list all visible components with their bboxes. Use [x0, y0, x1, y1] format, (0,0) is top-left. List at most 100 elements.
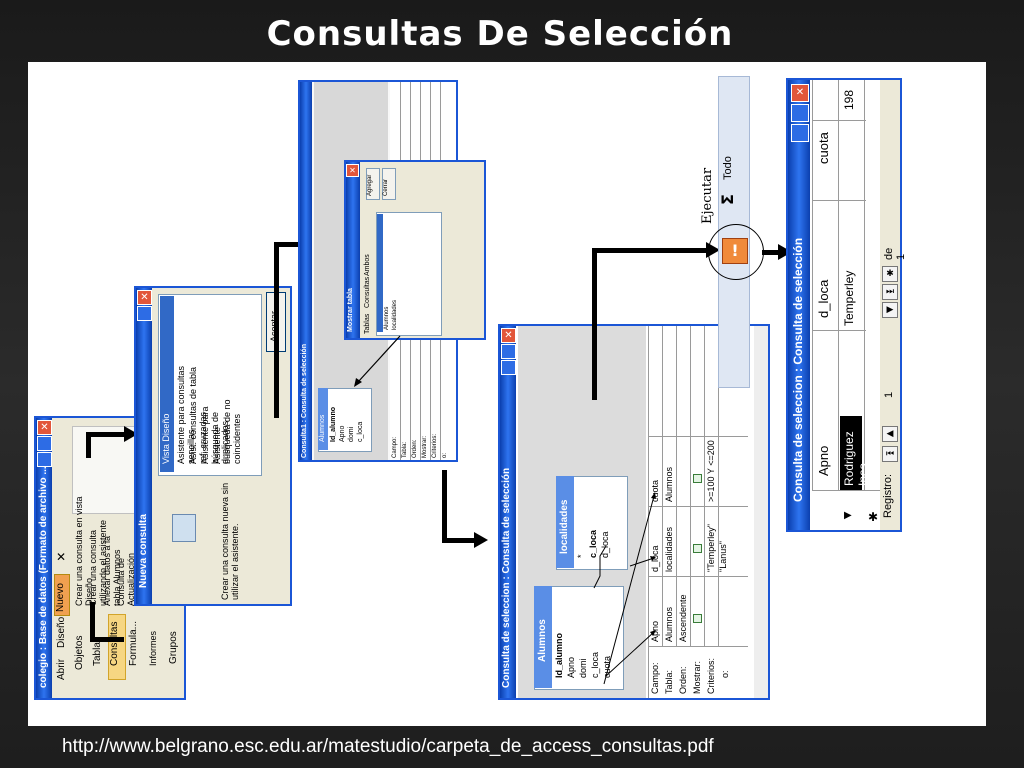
data-cell[interactable]: Temperley [842, 270, 856, 326]
arrow-line [274, 242, 279, 418]
field-drag-arrows [603, 492, 656, 685]
column-header-cuota[interactable]: cuota [816, 132, 831, 164]
grid-cell-criterios[interactable]: >=100 Y <=200 [706, 440, 716, 502]
row-label-mostrar: Mostrar: [692, 660, 702, 694]
query-design-2-title: Consulta de seleccion : Consulta de sele… [501, 467, 512, 688]
data-cell[interactable]: Rodriguez Ines [842, 431, 870, 486]
last-record-button[interactable]: ⏭ [882, 284, 898, 300]
new-button-label: Nuevo [55, 583, 66, 612]
data-cell[interactable]: 198 [842, 89, 856, 110]
maximize-icon[interactable] [501, 344, 516, 359]
new-query-titlebar[interactable]: Nueva consulta [136, 288, 152, 604]
close-icon[interactable]: ✕ [791, 84, 809, 102]
arrow-line [90, 602, 95, 640]
next-record-button[interactable]: ▶ [882, 302, 898, 318]
arrow-line [90, 637, 124, 642]
query-design-1-title: Consulta1 : Consulta de selección [301, 344, 308, 458]
grid-line [718, 326, 719, 646]
first-record-button[interactable]: ⏮ [882, 446, 898, 462]
close-icon[interactable]: ✕ [346, 164, 359, 177]
toolbar-todo-label[interactable]: Todo [722, 156, 734, 180]
design-grid [648, 326, 768, 698]
add-button[interactable] [366, 168, 380, 200]
grid-scrollbar[interactable] [754, 326, 768, 698]
mini-table-field: Id_alumno [330, 406, 337, 442]
show-table-tab-both[interactable]: Ambos [364, 254, 371, 276]
grid-line [648, 646, 748, 647]
mini-table-alumnos-header [318, 388, 328, 450]
arrow-line [86, 432, 126, 437]
database-window-titlebar[interactable]: colegio : Base de datos (Formato de arch… [36, 418, 52, 698]
minimize-icon[interactable] [37, 452, 52, 467]
objects-item-queries[interactable]: Consultas [109, 621, 120, 666]
prev-record-button[interactable]: ◀ [882, 426, 898, 442]
current-record-marker: ▶ [844, 510, 852, 521]
close-button[interactable] [382, 168, 396, 200]
sigma-icon[interactable]: Σ [717, 194, 737, 205]
show-table-item[interactable]: Alumnos [384, 306, 390, 330]
current-record-number[interactable]: 1 [883, 391, 895, 398]
run-button[interactable]: ! [722, 238, 748, 264]
new-query-option-design[interactable]: Vista Diseño [161, 413, 171, 464]
new-query-description: Crear una consulta nueva sin utilizar el… [220, 482, 240, 600]
help-icon[interactable] [137, 306, 152, 321]
show-table-tab-tables[interactable]: Tablas [364, 313, 371, 334]
row-label-o: o: [720, 670, 730, 678]
column-header-d-loca[interactable]: d_loca [816, 279, 831, 318]
grid-label: Mostrar: [422, 435, 428, 458]
grid-line [648, 506, 748, 507]
show-table-dialog: Mostrar tabla ✕ Tablas Consultas Ambos A… [344, 160, 486, 340]
query-design-1-titlebar[interactable]: Consulta1 : Consulta de selección [300, 82, 312, 460]
new-query-option-unmatched[interactable]: Asistente búsqueda de no coincidentes [212, 399, 242, 464]
delete-icon[interactable]: ✕ [56, 550, 67, 564]
close-icon[interactable]: ✕ [137, 290, 152, 305]
arrow-line [762, 250, 780, 255]
source-url[interactable]: http://www.belgrano.esc.edu.ar/matestudi… [62, 736, 714, 757]
grid-line [812, 120, 866, 121]
result-titlebar[interactable]: Consulta de seleccion : Consulta de sele… [788, 80, 810, 530]
grid-line [812, 330, 866, 331]
connector-arrow [354, 335, 401, 387]
mini-table-field: c_loca [357, 421, 364, 442]
query-item-update[interactable]: Consulta de Actualización [116, 552, 136, 606]
record-label: Registro: [882, 473, 894, 518]
grid-label: Tabla: [402, 441, 408, 458]
minimize-icon[interactable] [791, 124, 809, 142]
new-record-button[interactable]: ✱ [882, 266, 898, 282]
show-table-titlebar[interactable]: Mostrar tabla [346, 162, 360, 338]
show-table-item[interactable]: localidades [392, 299, 398, 330]
table-field: domi [578, 658, 588, 678]
show-checkbox[interactable] [693, 614, 702, 623]
selected-cell[interactable] [840, 416, 862, 490]
show-table-title: Mostrar tabla [347, 288, 354, 332]
show-checkbox[interactable] [693, 474, 702, 483]
objects-item-forms[interactable]: Formula... [128, 620, 139, 666]
table-localidades-title: localidades [559, 499, 570, 554]
table-field: c_loca [590, 651, 600, 678]
maximize-icon[interactable] [37, 436, 52, 451]
close-icon[interactable]: ✕ [501, 328, 516, 343]
objects-item-reports[interactable]: Informes [148, 630, 158, 666]
grid-label: o: [442, 452, 448, 458]
close-icon[interactable]: ✕ [37, 420, 52, 435]
table-field: Id_alumno [554, 632, 564, 678]
add-button-label: Agregar [367, 174, 373, 196]
show-table-tab-queries[interactable]: Consultas [364, 276, 371, 308]
minimize-icon[interactable] [501, 360, 516, 375]
query-design-2-titlebar[interactable]: Consulta de seleccion : Consulta de sele… [500, 326, 516, 698]
column-header-apno[interactable]: Apno [816, 445, 831, 476]
arrow-head [474, 532, 488, 548]
grid-line [704, 326, 705, 646]
new-button[interactable] [54, 574, 70, 616]
grid-cell-criterios[interactable]: "Temperley" [706, 524, 716, 572]
grid-line [662, 326, 663, 646]
design-button[interactable]: Diseño [56, 616, 67, 648]
grid-cell-o[interactable]: "Lanus" [718, 541, 728, 572]
show-checkbox[interactable] [693, 544, 702, 553]
result-window: Consulta de seleccion : Consulta de sele… [786, 78, 907, 532]
grid-line [812, 80, 813, 490]
open-button[interactable]: Abrir [56, 658, 67, 680]
maximize-icon[interactable] [791, 104, 809, 122]
show-table-list [376, 212, 442, 336]
grid-line [648, 436, 748, 437]
